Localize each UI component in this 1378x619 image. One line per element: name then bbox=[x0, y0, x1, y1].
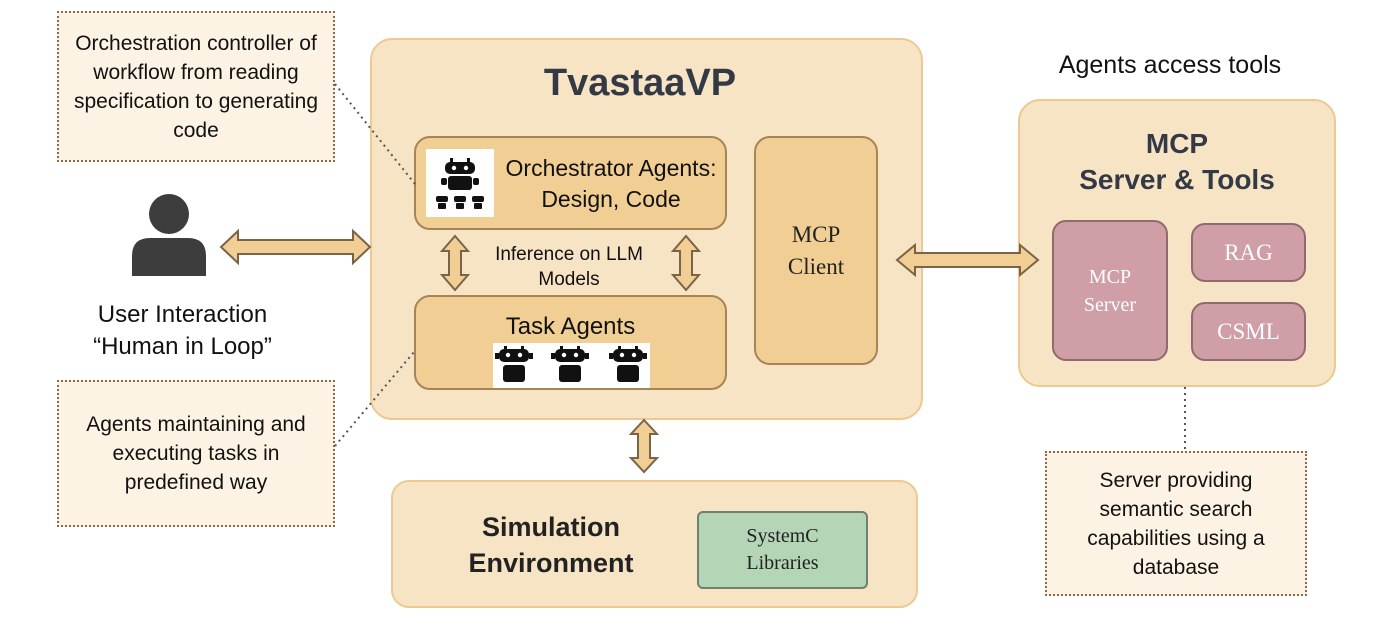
mcp-tools-title: MCP Server & Tools bbox=[1079, 128, 1275, 195]
orchestrator-agents-label: Orchestrator Agents: Design, Code bbox=[505, 155, 717, 212]
task-robot-card bbox=[493, 343, 650, 388]
mcp-server-box: MCP Server bbox=[1052, 220, 1168, 361]
note-server: Server providing semantic search capabil… bbox=[1045, 451, 1307, 596]
inference-label: Inference on LLM Models bbox=[495, 244, 643, 290]
agents-access-tools-heading: Agents access tools bbox=[1058, 50, 1282, 79]
note-orchestration-text: Orchestration controller of workflow fro… bbox=[74, 31, 318, 142]
rag-box: RAG bbox=[1191, 223, 1306, 282]
mcp-server-line1: MCP bbox=[1088, 265, 1132, 288]
orchestrator-robot-card bbox=[426, 149, 494, 217]
tvastaa-title: TvastaaVP bbox=[543, 61, 737, 104]
robot-icon bbox=[436, 158, 484, 209]
robot-icon bbox=[495, 346, 647, 382]
mcp-client-line1: MCP bbox=[791, 221, 841, 247]
mcp-client-line2: Client bbox=[787, 253, 845, 279]
mcp-client-box: MCP Client bbox=[754, 136, 878, 365]
csml-box: CSML bbox=[1191, 302, 1306, 361]
systemc-libraries-box: SystemC Libraries bbox=[697, 511, 868, 589]
note-task-agents-text: Agents maintaining and executing tasks i… bbox=[86, 413, 306, 494]
user-interaction-label: User Interaction bbox=[97, 301, 268, 328]
task-agents-label: Task Agents bbox=[505, 313, 636, 340]
person-icon bbox=[128, 192, 210, 276]
human-in-loop-label: “Human in Loop” bbox=[93, 333, 272, 360]
note-orchestration: Orchestration controller of workflow fro… bbox=[57, 11, 335, 162]
simulation-title: Simulation Environment bbox=[468, 512, 634, 578]
note-server-text: Server providing semantic search capabil… bbox=[1087, 468, 1265, 579]
note-task-agents: Agents maintaining and executing tasks i… bbox=[57, 380, 335, 527]
mcp-server-line2: Server bbox=[1083, 293, 1137, 316]
arrow-to-simulation bbox=[628, 418, 660, 474]
arrow-user-tvastaa bbox=[219, 228, 372, 266]
